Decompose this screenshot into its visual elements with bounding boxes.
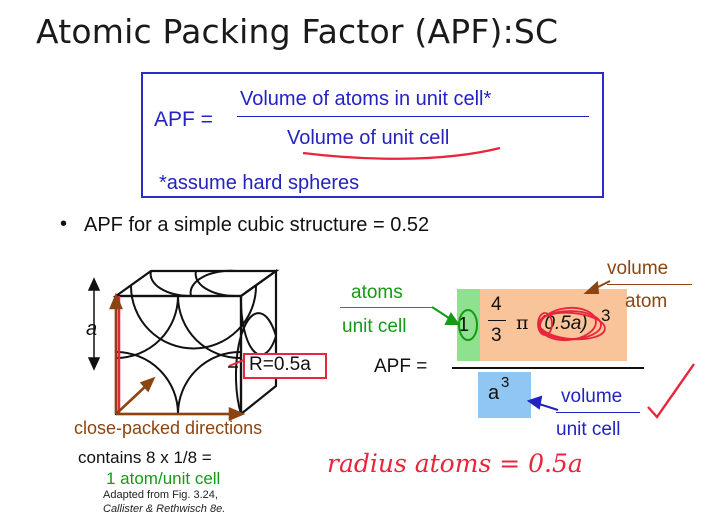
handwritten-radius-note: radius atoms = 0.5a xyxy=(327,449,583,478)
apf-calc-lhs: APF = xyxy=(374,356,428,377)
unit-cell-label-2: unit cell xyxy=(556,419,621,440)
atom-count: 1 xyxy=(458,314,470,336)
apf-numerator: Volume of atoms in unit cell* xyxy=(240,88,492,110)
contains-atoms-line: contains 8 x 1/8 = xyxy=(78,448,212,467)
bullet-apf-value: APF for a simple cubic structure = 0.52 xyxy=(84,214,430,236)
volume-per-atom-bar xyxy=(607,284,692,285)
bullet-marker: • xyxy=(60,213,68,235)
volume-per-cell-bar xyxy=(556,412,640,413)
pi-symbol: π xyxy=(516,312,529,334)
apf-definition-box xyxy=(141,72,604,198)
atoms-per-cell-bar xyxy=(340,307,432,308)
adapted-from-line: Adapted from Fig. 3.24, xyxy=(103,489,218,501)
volume-label: volume xyxy=(607,258,669,279)
atoms-label: atoms xyxy=(351,282,403,303)
citation-line: Callister & Rethwisch 8e. xyxy=(103,503,226,515)
apf-fraction-bar xyxy=(452,367,644,369)
atom-label: atom xyxy=(625,291,668,312)
edge-label-a: a xyxy=(86,318,98,340)
close-packed-directions-label: close-packed directions xyxy=(74,418,263,438)
volume-label-2: volume xyxy=(561,386,623,407)
radius-term: (0.5a) xyxy=(538,313,588,334)
edge-dimension-arrow xyxy=(87,277,101,371)
cell-volume-base: a xyxy=(488,382,500,404)
cell-volume-exponent: 3 xyxy=(501,374,510,391)
frac-three: 3 xyxy=(491,325,502,346)
radius-exponent: 3 xyxy=(601,306,611,325)
four-thirds-bar xyxy=(488,320,506,321)
apf-denominator: Volume of unit cell xyxy=(287,127,450,149)
atoms-arrow xyxy=(431,306,460,325)
frac-four: 4 xyxy=(491,294,502,315)
volume-cell-arrow xyxy=(526,395,559,411)
simple-cubic-cell-figure xyxy=(87,268,280,421)
close-packed-arrows xyxy=(109,292,246,421)
red-checkmark xyxy=(647,363,695,419)
sphere-arcs xyxy=(115,269,277,415)
cell-volume-highlight xyxy=(478,372,531,418)
footnote-assume-hard-spheres: *assume hard spheres xyxy=(159,172,360,194)
atoms-per-cell-result: 1 atom/unit cell xyxy=(106,469,221,488)
fraction-bar xyxy=(237,116,589,117)
figure-source: Adapted from Fig. 3.24, Callister & Reth… xyxy=(103,488,225,516)
cube-right-face xyxy=(239,268,278,417)
unit-cell-label: unit cell xyxy=(342,316,407,337)
apf-lhs: APF = xyxy=(154,108,213,131)
slide-title: Atomic Packing Factor (APF):SC xyxy=(36,12,559,51)
radius-callout xyxy=(228,353,327,379)
radius-label: R=0.5a xyxy=(249,354,311,375)
